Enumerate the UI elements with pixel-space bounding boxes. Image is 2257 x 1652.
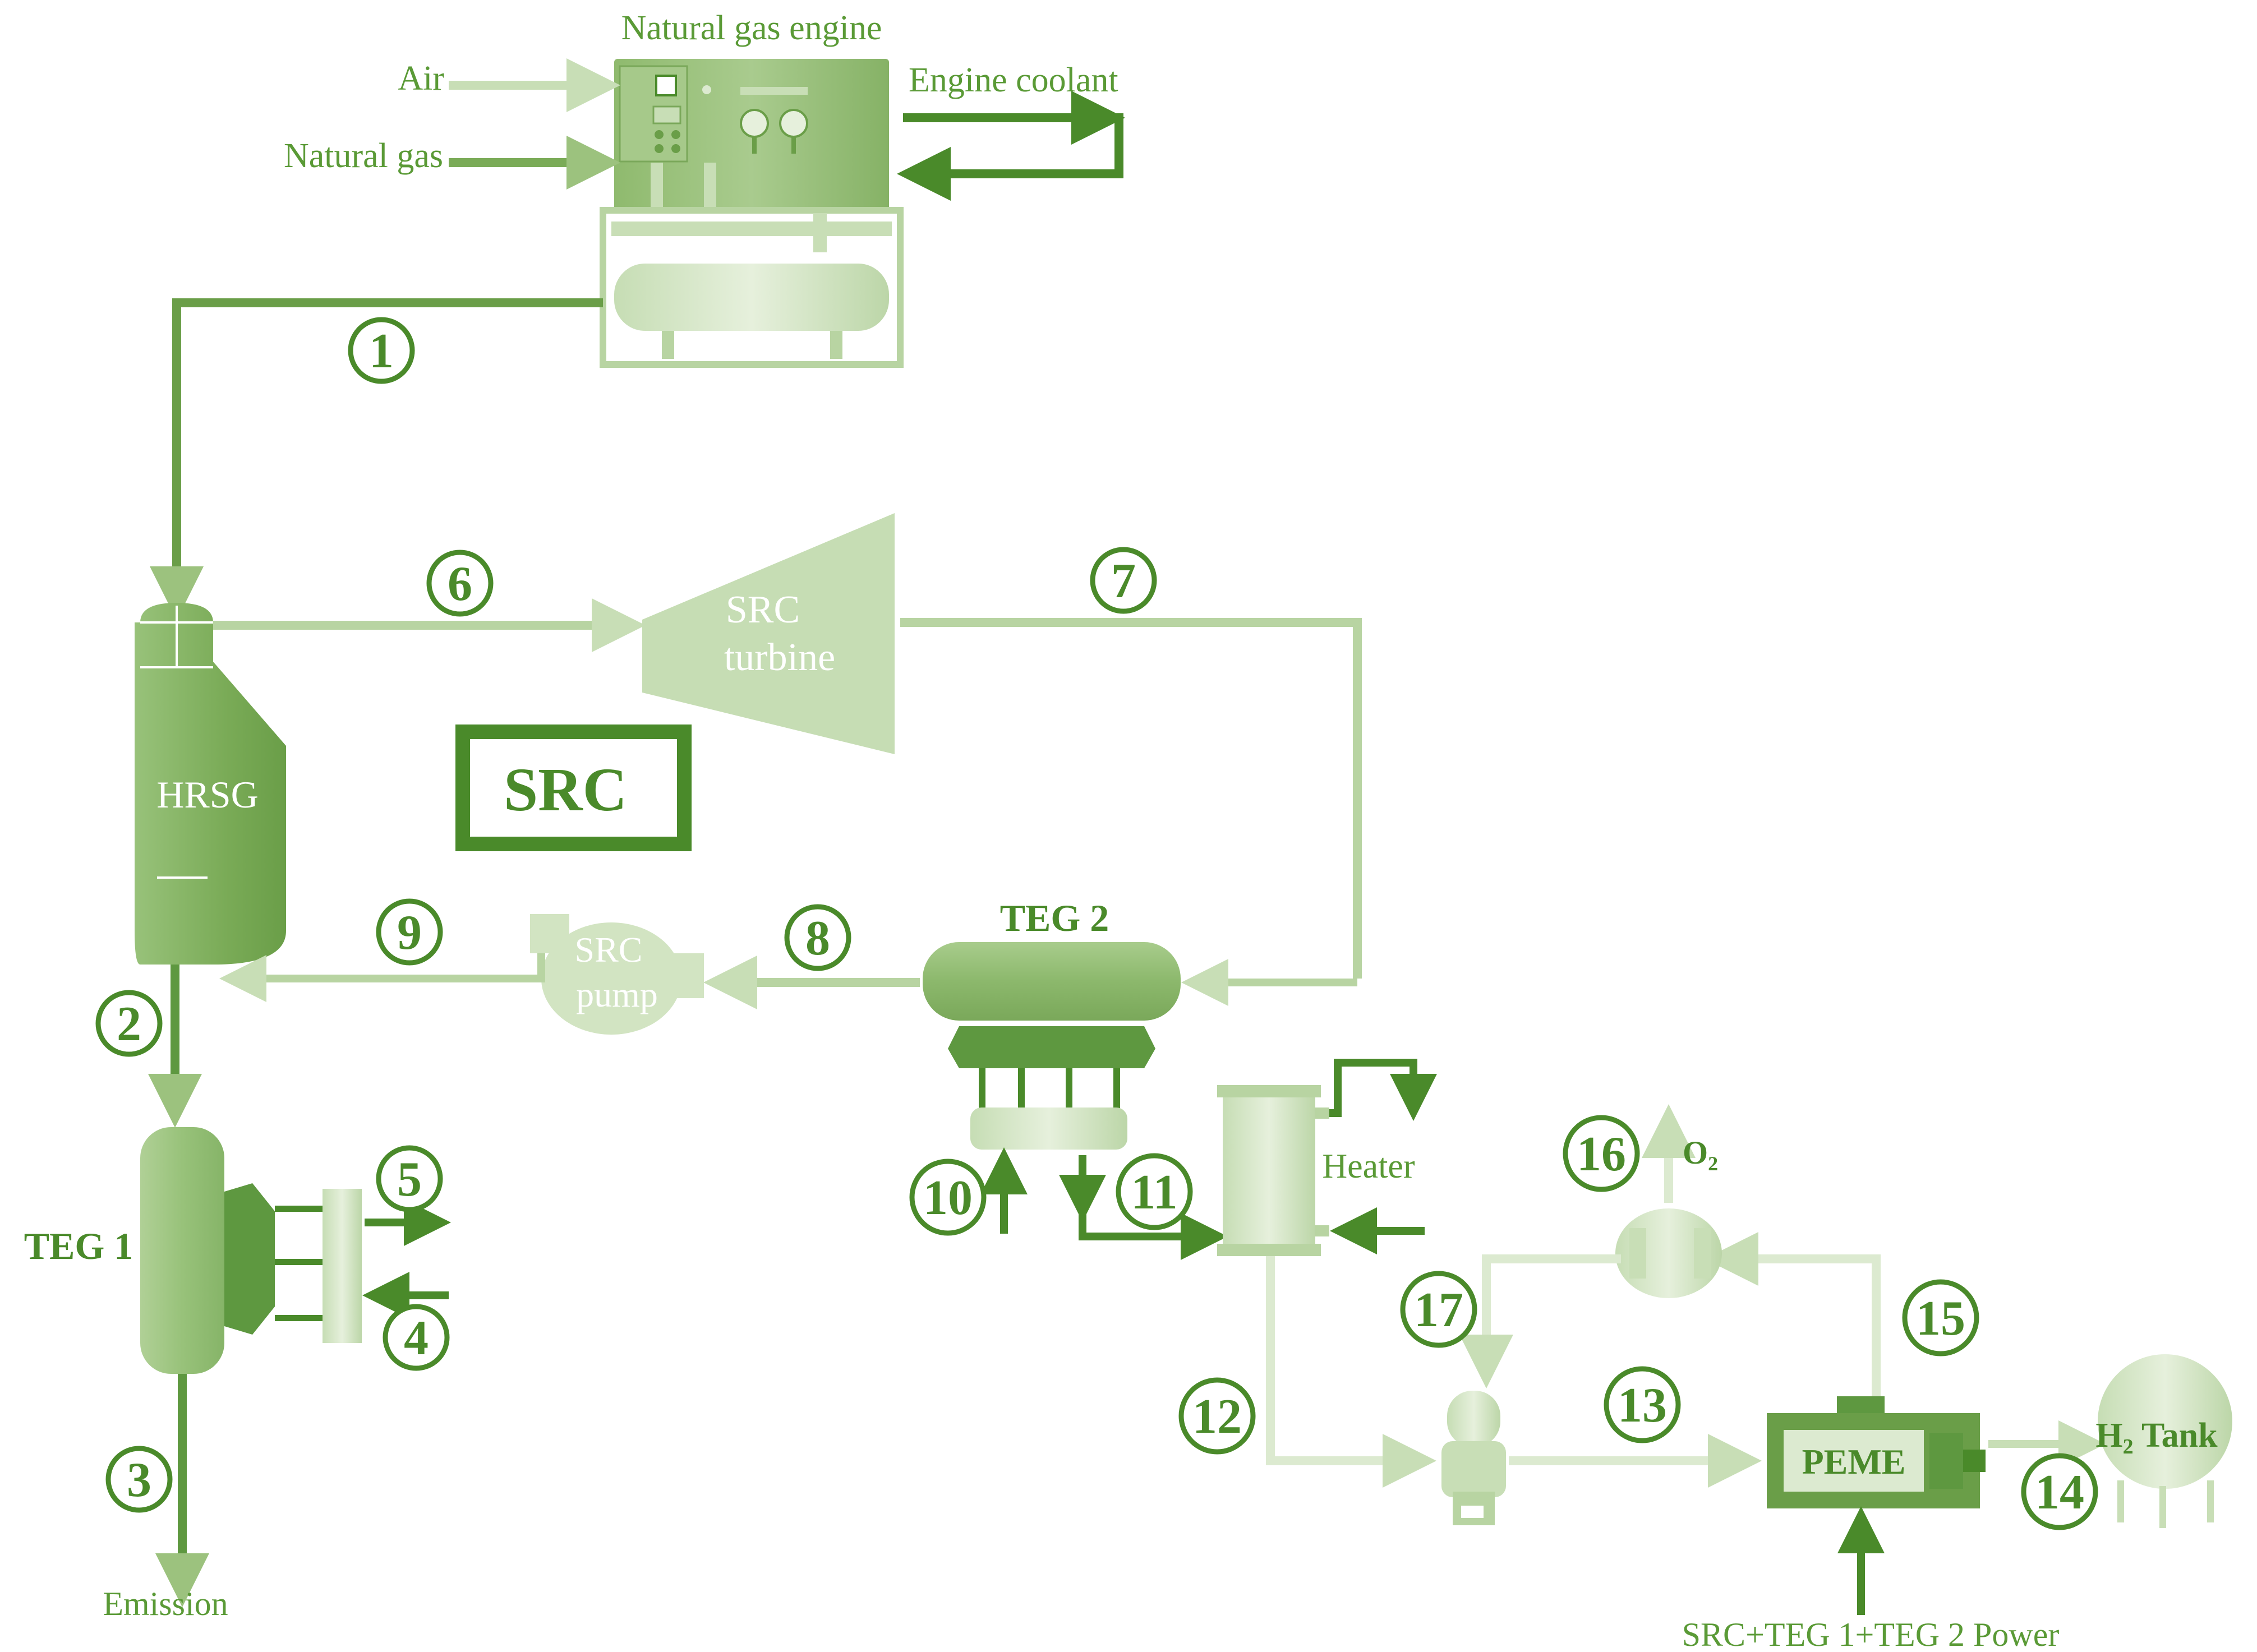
svg-text:6: 6 [448, 557, 472, 611]
stream-12-line [1266, 1256, 1436, 1488]
o2-label: O2 [1683, 1134, 1718, 1175]
svg-text:2: 2 [117, 997, 141, 1051]
stream-1-line [150, 298, 603, 620]
peme-unit: PEME [1767, 1396, 1986, 1508]
stream-number-11: 11 [1116, 1153, 1193, 1230]
stream-number-6: 6 [426, 550, 494, 617]
stream-number-17: 17 [1400, 1271, 1477, 1348]
src-turbine: SRC turbine [642, 513, 895, 754]
water-separator [1441, 1391, 1506, 1525]
svg-text:12: 12 [1192, 1390, 1242, 1444]
svg-text:9: 9 [397, 906, 422, 960]
src-pump-label-1: SRC [575, 930, 643, 970]
stream-number-13: 13 [1604, 1366, 1681, 1443]
h2-tank-label: H2 Tank [2095, 1416, 2218, 1459]
svg-text:16: 16 [1577, 1127, 1626, 1182]
svg-text:11: 11 [1131, 1165, 1177, 1220]
natural-gas-label: Natural gas [284, 137, 443, 175]
src-pump: SRC pump [530, 914, 704, 1035]
svg-text:13: 13 [1618, 1378, 1667, 1433]
svg-text:5: 5 [397, 1152, 422, 1207]
stream-number-8: 8 [784, 904, 851, 971]
src-turbine-label-2: turbine [724, 636, 835, 679]
peme-label: PEME [1802, 1442, 1906, 1482]
stream-number-15: 15 [1902, 1279, 1979, 1356]
stream-9-line [219, 953, 545, 1002]
hrsg-label: HRSG [156, 773, 258, 816]
h2-tank: H2 Tank [2095, 1354, 2232, 1528]
src-turbine-label-1: SRC [726, 588, 800, 631]
svg-text:17: 17 [1414, 1283, 1463, 1337]
src-pump-label-2: pump [576, 975, 658, 1014]
power-label: SRC+TEG 1+TEG 2 Power [1682, 1616, 2060, 1652]
src-cycle-box: SRC [455, 725, 692, 851]
stream-number-16: 16 [1563, 1115, 1640, 1192]
stream-17-line [1459, 1254, 1621, 1388]
stream-number-10: 10 [909, 1159, 987, 1236]
heater-label: Heater [1322, 1147, 1415, 1185]
stream-number-7: 7 [1090, 547, 1157, 614]
teg-2-unit: TEG 2 [923, 897, 1181, 1150]
teg-1-label: TEG 1 [24, 1225, 133, 1267]
stream-7-line [900, 618, 1362, 979]
svg-text:14: 14 [2035, 1465, 2084, 1520]
heater-outlet-arrow [1329, 1059, 1437, 1121]
src-box-label: SRC [504, 755, 627, 824]
stream-number-3: 3 [105, 1446, 173, 1513]
stream-number-9: 9 [376, 898, 443, 966]
svg-text:15: 15 [1916, 1291, 1965, 1346]
svg-text:1: 1 [369, 324, 394, 379]
natural-gas-engine: Natural gas engine [600, 9, 904, 368]
teg-1-unit: TEG 1 [24, 1127, 362, 1374]
o2-separator [1615, 1208, 1722, 1298]
stream-15-line [1705, 1232, 1881, 1396]
stream-number-1: 1 [348, 317, 415, 384]
engine-coolant-loop: Engine coolant [897, 61, 1125, 201]
stream-number-14: 14 [2021, 1453, 2098, 1530]
stream-number-2: 2 [95, 990, 163, 1057]
teg-2-label: TEG 2 [1000, 897, 1109, 939]
emission-label: Emission [103, 1585, 228, 1622]
svg-text:10: 10 [923, 1171, 973, 1225]
stream-number-5: 5 [376, 1145, 443, 1212]
svg-text:7: 7 [1111, 554, 1136, 608]
stream-number-12: 12 [1178, 1377, 1256, 1455]
svg-text:3: 3 [127, 1453, 151, 1507]
engine-coolant-label: Engine coolant [909, 61, 1118, 99]
engine-label: Natural gas engine [621, 9, 882, 47]
svg-text:4: 4 [404, 1311, 429, 1365]
stream-number-4: 4 [383, 1304, 450, 1371]
svg-text:8: 8 [805, 911, 830, 966]
hrsg-unit: HRSG [135, 603, 286, 965]
heater-unit: Heater [1217, 1085, 1415, 1256]
air-label: Air [398, 59, 444, 98]
